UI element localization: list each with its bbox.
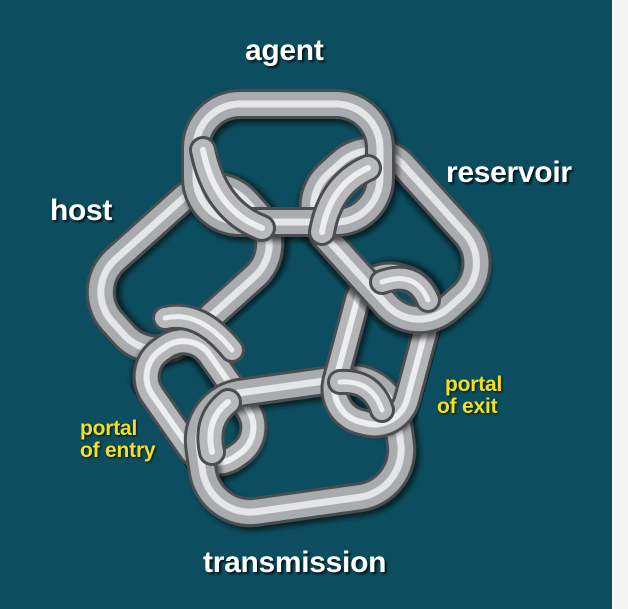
label-portal-of-exit: portal of exit [437,373,503,419]
label-portal-of-entry-line1: portal [80,417,138,440]
label-portal-of-exit-line2: of exit [437,395,498,419]
label-agent: agent [245,34,324,67]
label-portal-of-entry-line2: of entry [80,439,156,463]
chain-interlock-highlights [152,136,441,466]
label-portal-of-entry: portal of entry [80,417,156,463]
label-portal-of-exit-line1: portal [445,373,503,396]
label-host: host [50,194,113,227]
chain-link-reservoir [298,135,492,335]
label-transmission: transmission [203,546,387,579]
page-margin [612,0,628,609]
chain-links-graphic [85,89,492,528]
label-reservoir: reservoir [446,156,572,189]
